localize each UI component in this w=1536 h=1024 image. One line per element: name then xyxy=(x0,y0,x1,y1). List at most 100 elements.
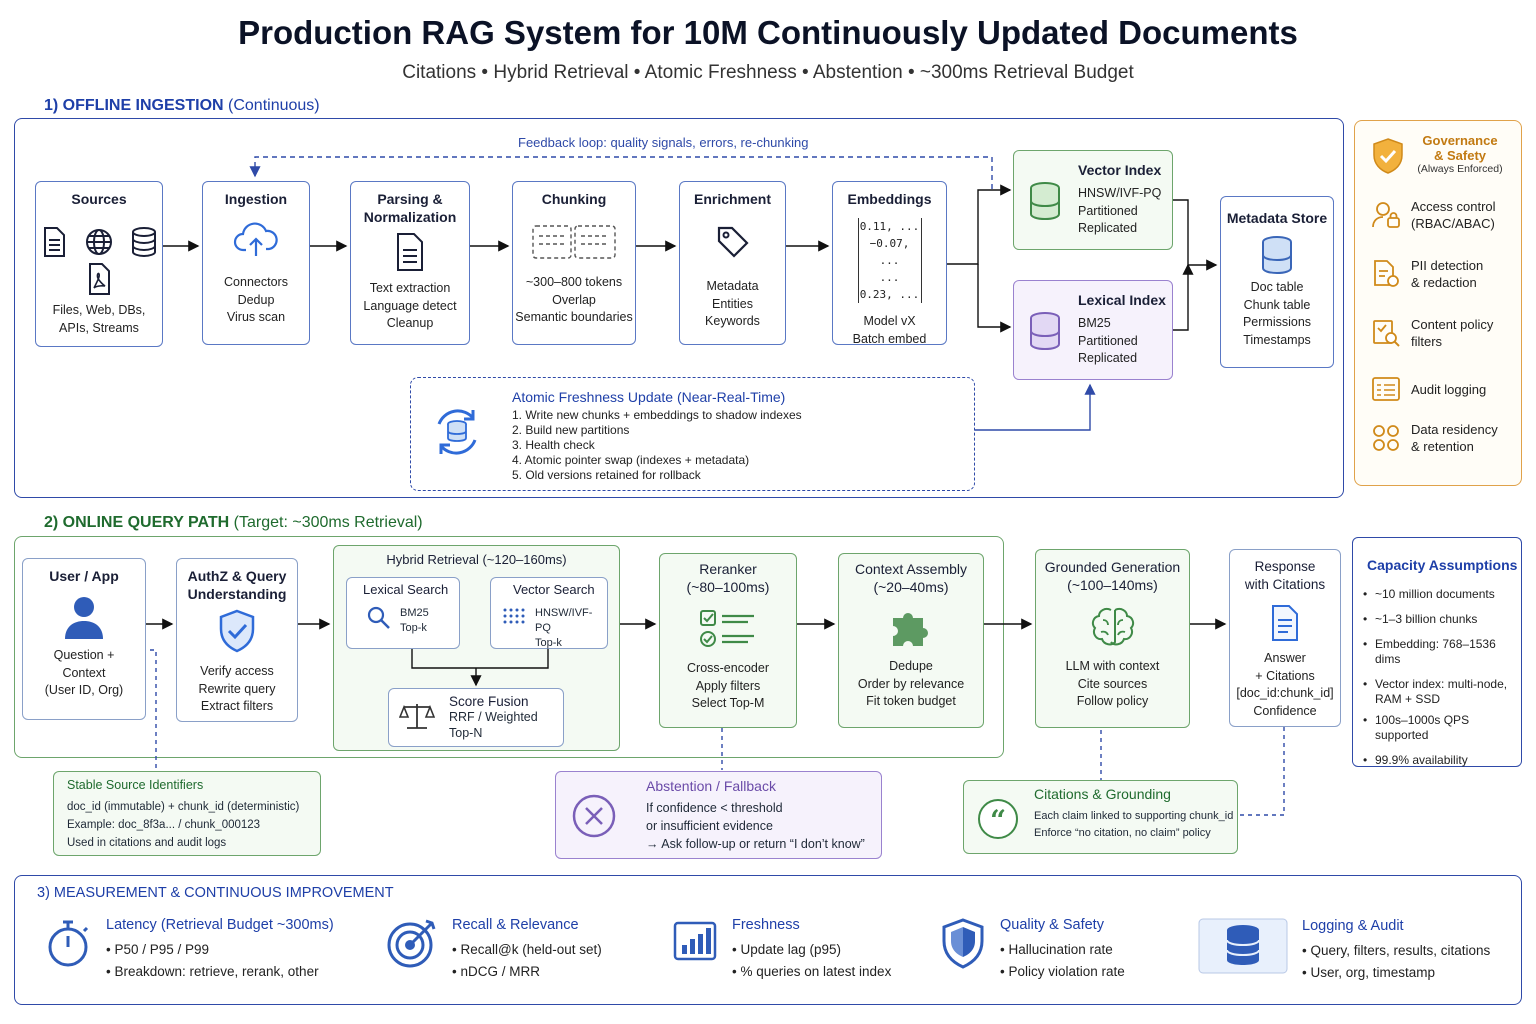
metric-quality: Quality & Safety• Hallucination rate• Po… xyxy=(940,917,1125,983)
sources-title: Sources xyxy=(71,191,127,207)
vector-db-icon xyxy=(1028,181,1062,221)
hybrid-title: Hybrid Retrieval (~120–160ms) xyxy=(386,552,567,567)
capacity-item: Embedding: 768–1536 dims xyxy=(1363,637,1521,667)
abstention-box: Abstention / Fallback If confidence < th… xyxy=(555,771,882,859)
audit-log-icon xyxy=(1372,377,1400,401)
stable-ids-box: Stable Source Identifiers doc_id (immuta… xyxy=(53,771,321,856)
chunking-title: Chunking xyxy=(541,191,607,207)
governance-item-audit: Audit logging xyxy=(1371,376,1486,402)
governance-panel: Governance & Safety (Always Enforced) Ac… xyxy=(1354,120,1522,486)
capacity-item: 99.9% availability xyxy=(1363,753,1521,768)
lexical-search-title: Lexical Search xyxy=(363,582,449,597)
ingestion-title: Ingestion xyxy=(224,191,288,207)
policy-filter-icon xyxy=(1373,320,1400,347)
enrichment-title: Enrichment xyxy=(693,191,771,207)
freshness-step: 2. Build new partitions xyxy=(512,423,630,437)
brain-icon xyxy=(1036,606,1189,648)
metric-freshness: Freshness• Update lag (p95)• % queries o… xyxy=(672,917,891,983)
metric-recall: Recall & Relevance• Recall@k (held-out s… xyxy=(386,917,602,983)
sources-box: Sources Files, Web, DBs,APIs, Streams xyxy=(35,181,163,347)
cloud-upload-icon xyxy=(203,220,309,260)
embeddings-box: Embeddings 0.11, ...−0.07, ......0.23, .… xyxy=(832,181,947,346)
freshness-title: Atomic Freshness Update (Near-Real-Time) xyxy=(512,389,786,405)
freshness-step: 4. Atomic pointer swap (indexes + metada… xyxy=(512,453,750,467)
capacity-item: ~10 million documents xyxy=(1363,587,1521,602)
vector-search-title: Vector Search xyxy=(513,582,595,597)
page-subtitle: Citations • Hybrid Retrieval • Atomic Fr… xyxy=(402,62,1134,83)
scale-icon xyxy=(398,701,436,736)
capacity-item: Vector index: multi-node, RAM + SSD xyxy=(1363,677,1521,707)
generation-title: Grounded Generation(~100–140ms) xyxy=(1044,559,1181,593)
capacity-item: ~1–3 billion chunks xyxy=(1363,612,1521,627)
globe-icon xyxy=(86,229,112,255)
governance-shield-icon xyxy=(1371,137,1405,180)
search-icon xyxy=(367,606,391,635)
user-app-box: User / App Question +Context(User ID, Or… xyxy=(22,558,146,720)
capacity-panel: Capacity Assumptions ~10 million documen… xyxy=(1352,537,1522,768)
residency-icon xyxy=(1373,425,1399,451)
governance-title: Governance & Safety (Always Enforced) xyxy=(1417,133,1503,175)
section2-label: 2) ONLINE QUERY PATH (Target: ~300ms Ret… xyxy=(44,514,423,531)
puzzle-icon xyxy=(839,608,983,648)
user-title: User / App xyxy=(49,568,119,584)
grounded-generation-box: Grounded Generation(~100–140ms) LLM with… xyxy=(1035,549,1190,728)
user-lock-icon xyxy=(1372,202,1400,228)
metadata-db-icon xyxy=(1221,235,1333,275)
metric-logging: Logging & Audit• Query, filters, results… xyxy=(1198,918,1490,984)
vector-index-title: Vector Index xyxy=(1078,162,1162,178)
freshness-step: 3. Health check xyxy=(512,438,595,452)
reranker-title: Reranker(~80–100ms) xyxy=(686,561,770,595)
user-icon xyxy=(23,595,145,639)
abstention-title: Abstention / Fallback xyxy=(646,778,776,794)
capacity-title: Capacity Assumptions xyxy=(1367,557,1518,573)
pii-document-icon xyxy=(1374,260,1399,287)
database-icon xyxy=(132,227,156,258)
governance-item-residency: Data residency& retention xyxy=(1371,421,1498,455)
stable-ids-title: Stable Source Identifiers xyxy=(67,778,204,792)
sources-icons xyxy=(36,226,162,258)
context-title: Context Assembly(~20–40ms) xyxy=(854,561,968,595)
section3-label: 3) MEASUREMENT & CONTINUOUS IMPROVEMENT xyxy=(37,885,394,901)
shield-icon xyxy=(942,918,984,969)
freshness-step: 5. Old versions retained for rollback xyxy=(512,468,701,482)
lexical-index-title: Lexical Index xyxy=(1078,292,1166,308)
chunks-icon xyxy=(513,222,635,262)
document-icon xyxy=(351,232,469,272)
embeddings-title: Embeddings xyxy=(847,191,932,207)
metric-latency: Latency (Retrieval Budget ~300ms)• P50 /… xyxy=(44,917,334,983)
database-icon xyxy=(1198,918,1288,974)
bar-chart-icon xyxy=(673,921,717,961)
capacity-item: 100s–1000s QPS supported xyxy=(1363,713,1521,743)
governance-item-pii: PII detection& redaction xyxy=(1371,257,1483,291)
tag-icon xyxy=(680,224,785,260)
svg-text:“: “ xyxy=(990,804,1006,837)
refresh-db-icon xyxy=(425,400,489,464)
pdf-icon xyxy=(36,262,162,296)
citations-title: Citations & Grounding xyxy=(1034,786,1171,802)
freshness-step: 1. Write new chunks + embeddings to shad… xyxy=(512,408,802,422)
